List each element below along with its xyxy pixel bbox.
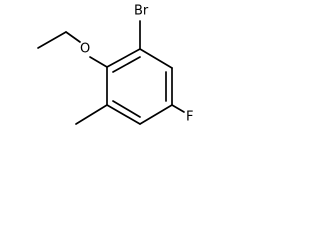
bond-ch2-ch3 (37, 31, 67, 49)
ring-bond-c1-c2 (106, 48, 141, 68)
bond-c4-f (171, 104, 185, 113)
double-bond-inner-c5-c6 (112, 100, 141, 118)
ring-bond-c4-c5 (139, 104, 173, 125)
ring-bond-c5-c6 (106, 104, 141, 125)
atom-label-bromine: Br (134, 4, 149, 19)
atom-label-oxygen: O (80, 42, 90, 57)
ring-bond-c2-c3 (139, 48, 173, 69)
bond-o-ch2 (65, 31, 81, 43)
double-bond-inner-c1-c2 (112, 56, 141, 73)
bonds (37, 20, 185, 125)
molecule-drawing: Br O F (37, 4, 193, 125)
structure-canvas: Br O F (0, 0, 219, 137)
bond-c6-methyl (75, 104, 108, 125)
atom-label-fluorine: F (186, 110, 193, 125)
atom-labels: Br O F (80, 4, 193, 125)
bond-c1-o (89, 56, 108, 68)
